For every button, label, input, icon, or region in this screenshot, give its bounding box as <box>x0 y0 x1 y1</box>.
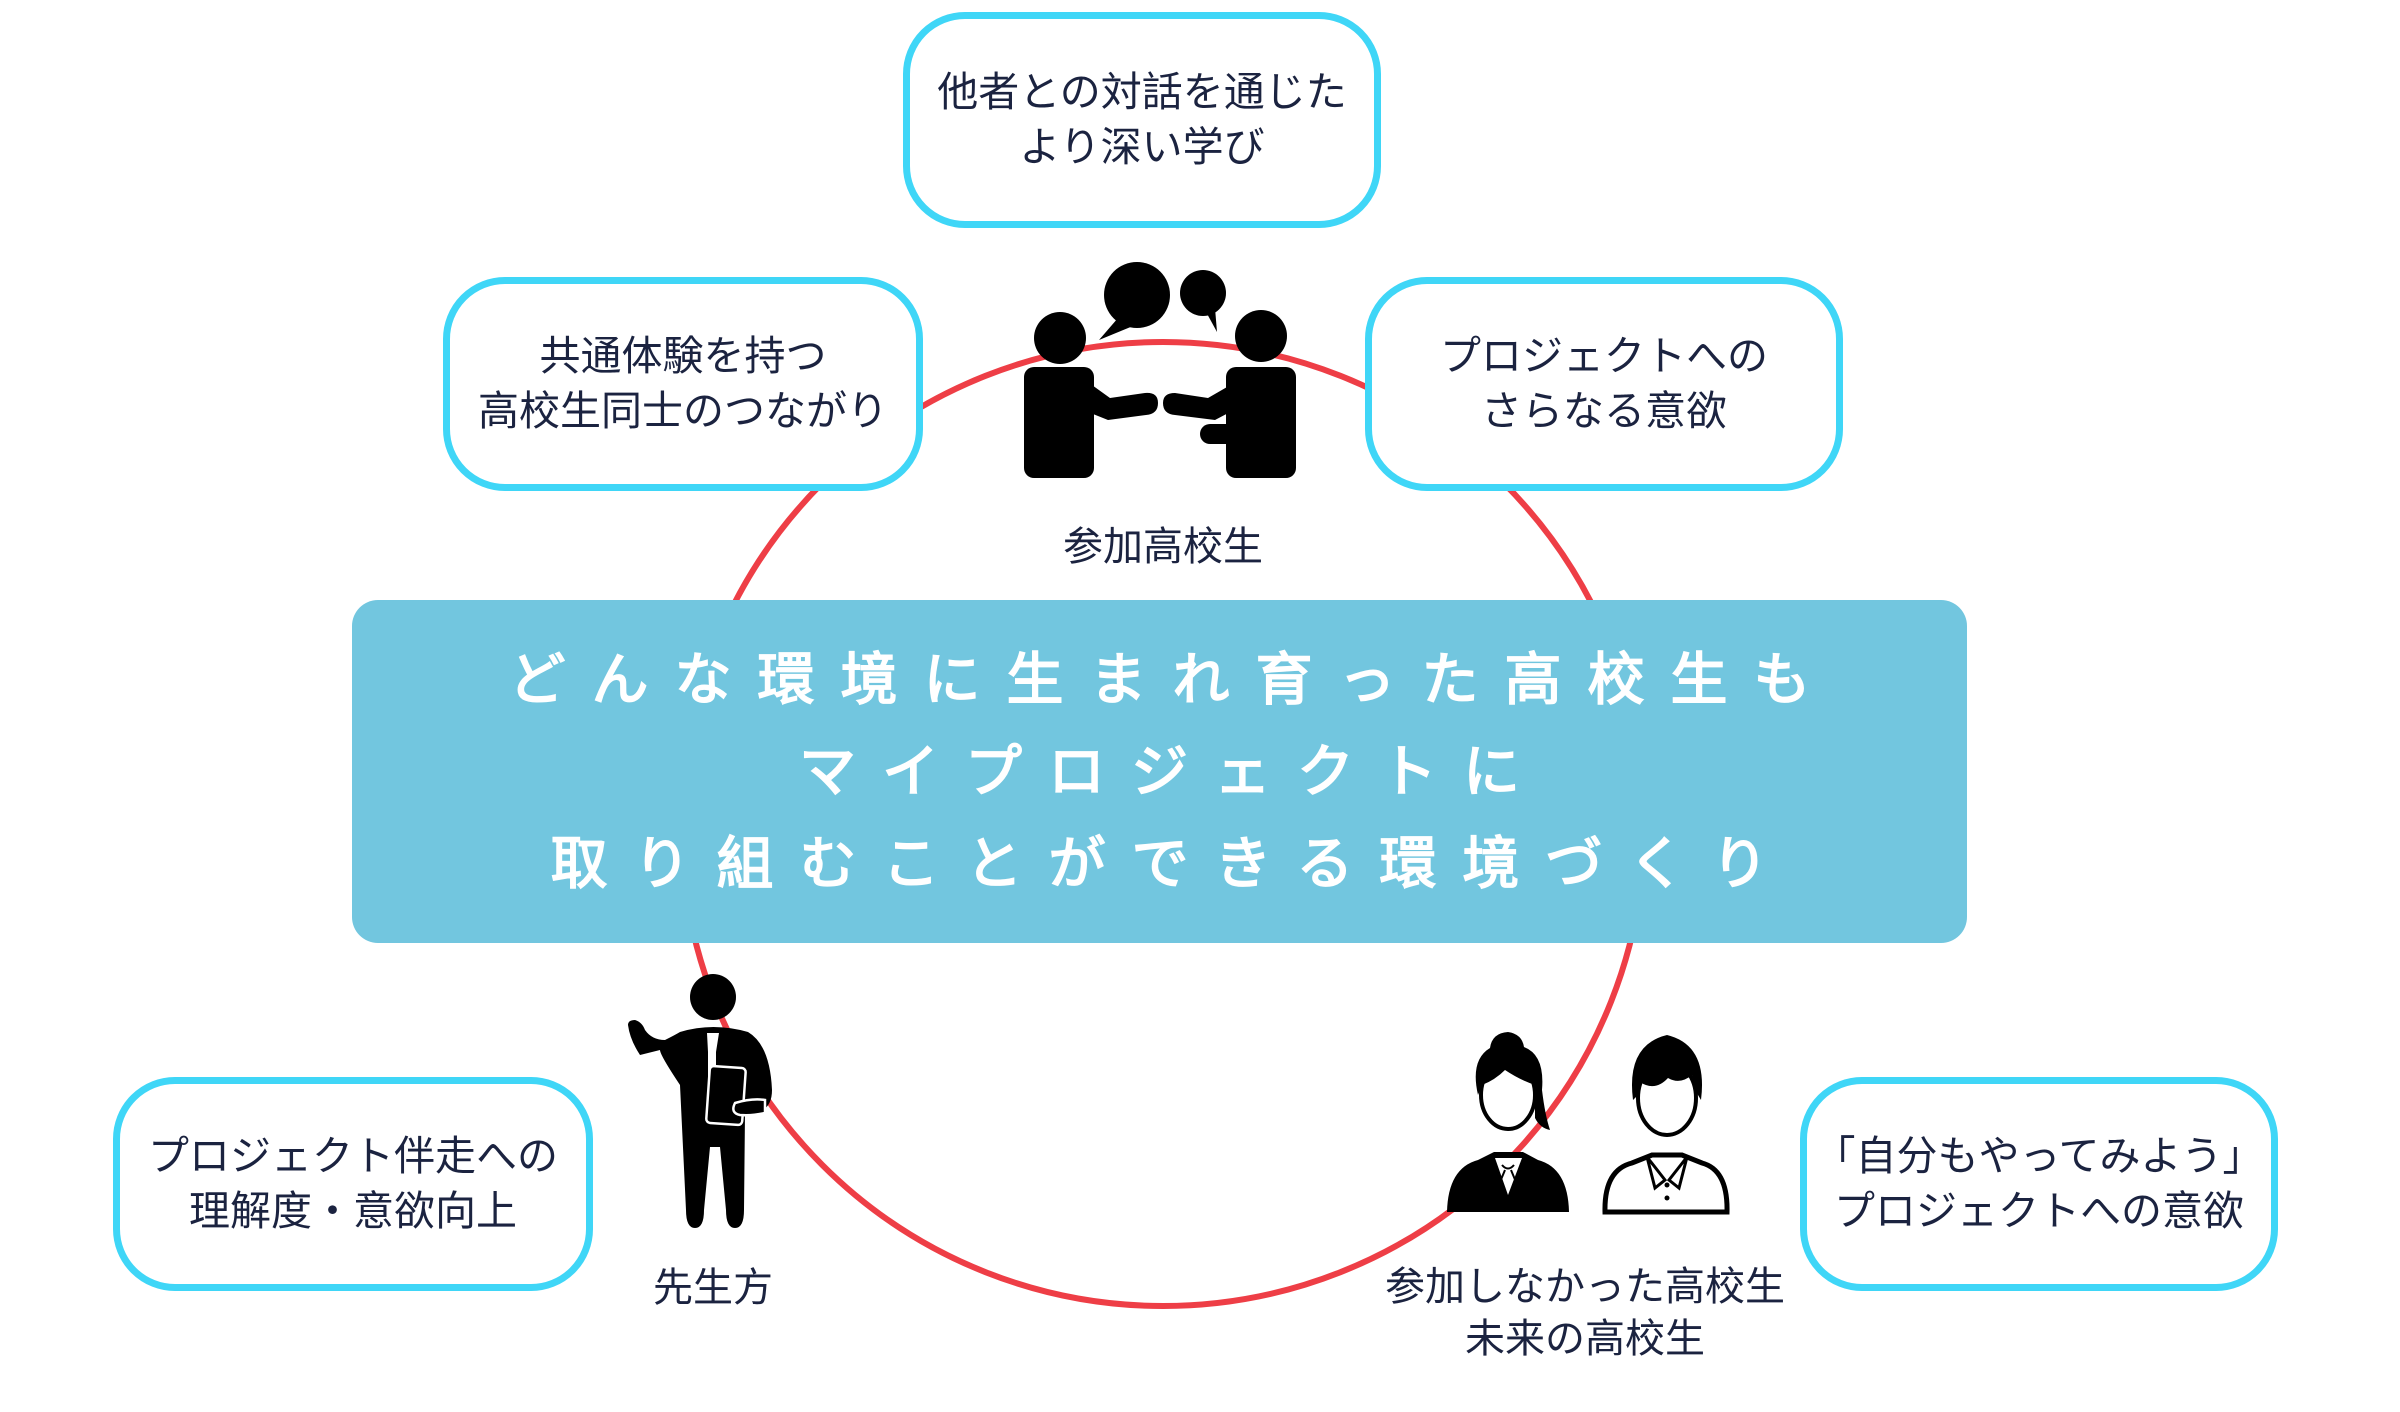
outcome-box-teacher-understanding: プロジェクト伴走への 理解度・意欲向上 <box>113 1077 593 1291</box>
outcome-box-peer-connection: 共通体験を持つ 高校生同士のつながり <box>443 277 923 491</box>
outcome-box-future-motivation: 「自分もやってみよう」 プロジェクトへの意欲 <box>1800 1077 2278 1291</box>
label-line: 参加しなかった高校生 <box>1385 1264 1785 1310</box>
box-line: プロジェクト伴走への <box>148 1132 558 1180</box>
students-icon <box>1447 1032 1730 1215</box>
label-line: 参加高校生 <box>1063 524 1263 570</box>
box-line: プロジェクトへの意欲 <box>1834 1187 2244 1235</box>
box-line: 共通体験を持つ <box>539 332 827 380</box>
label-participating-students: 参加高校生 <box>1063 521 1263 573</box>
banner-line: どんな環境に生まれ育った高校生も <box>508 646 1837 713</box>
female-student-icon <box>1447 1032 1569 1212</box>
teacher-icon <box>628 974 772 1228</box>
box-line: さらなる意欲 <box>1481 387 1727 435</box>
box-line: 「自分もやってみよう」 <box>1814 1132 2264 1180</box>
outcome-box-project-motivation: プロジェクトへの さらなる意欲 <box>1365 277 1843 491</box>
label-non-participating-students: 参加しなかった高校生 未来の高校生 <box>1385 1261 1785 1365</box>
label-teachers: 先生方 <box>653 1262 773 1314</box>
central-banner: どんな環境に生まれ育った高校生も マイプロジェクトに 取り組むことができる環境づ… <box>352 600 1967 943</box>
banner-line: マイプロジェクトに <box>799 738 1546 805</box>
meeting-people-icon <box>1024 262 1296 478</box>
label-line: 未来の高校生 <box>1465 1316 1705 1362</box>
box-line: 他者との対話を通じた <box>937 68 1347 116</box>
male-student-icon <box>1602 1035 1730 1215</box>
banner-line: 取り組むことができる環境づくり <box>550 830 1795 897</box>
box-line: より深い学び <box>1019 123 1265 171</box>
box-line: 高校生同士のつながり <box>478 387 888 435</box>
outcome-box-dialogue-learning: 他者との対話を通じた より深い学び <box>903 12 1381 228</box>
box-line: 理解度・意欲向上 <box>189 1187 517 1235</box>
box-line: プロジェクトへの <box>1440 332 1768 380</box>
label-line: 先生方 <box>653 1265 773 1311</box>
